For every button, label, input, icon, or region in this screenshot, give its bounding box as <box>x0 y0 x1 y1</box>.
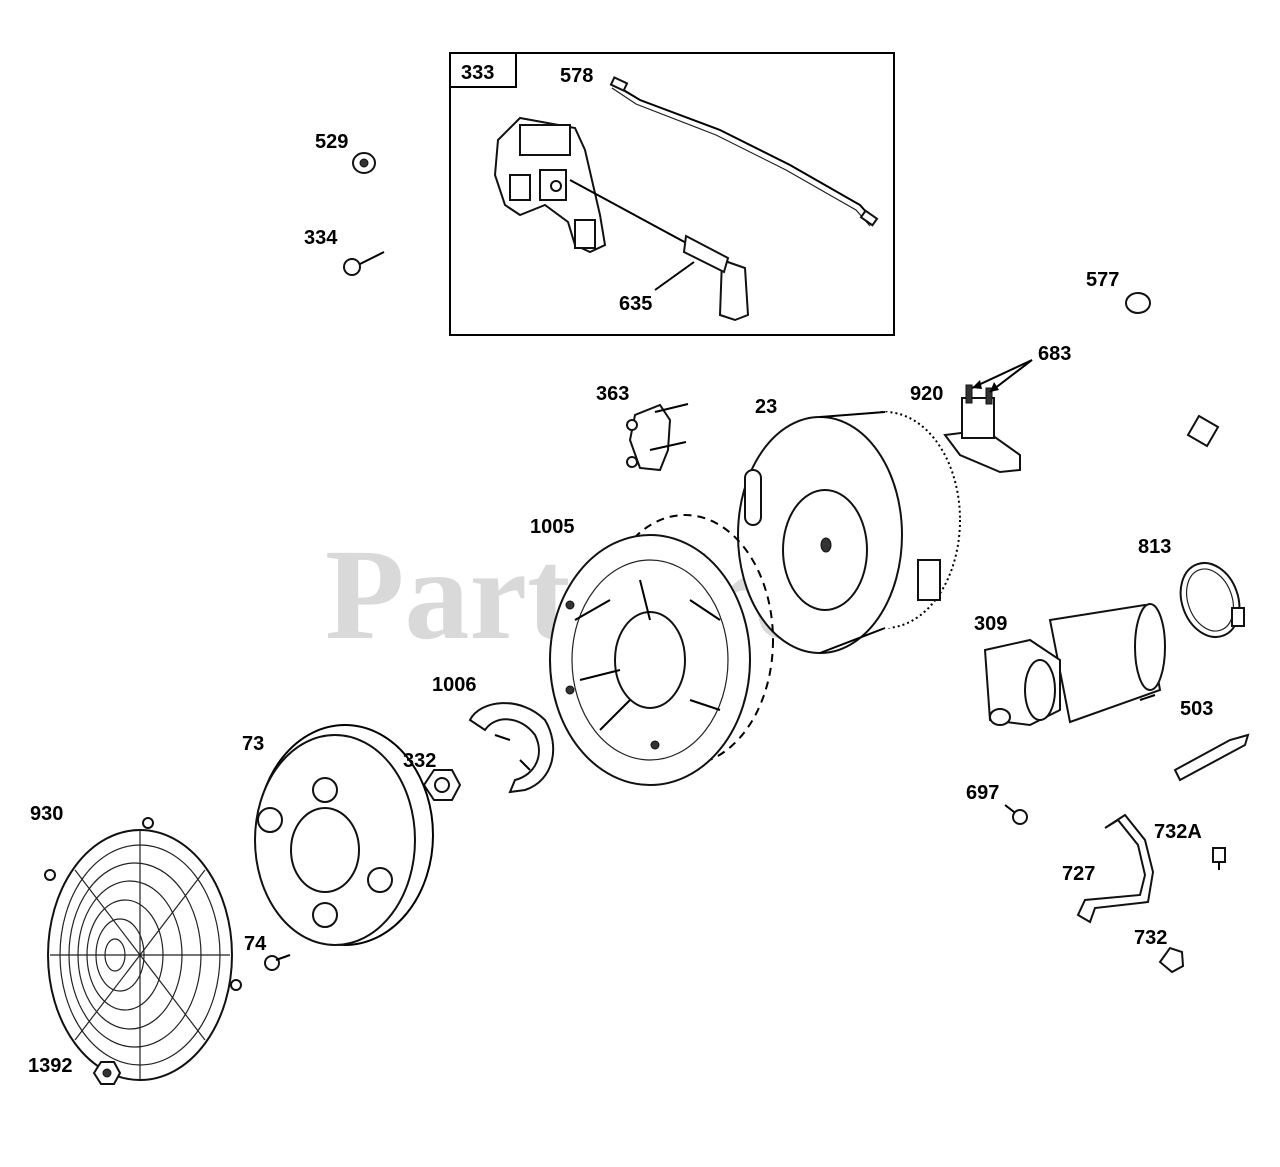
callout-1006[interactable]: 1006 <box>432 674 477 696</box>
callout-1392[interactable]: 1392 <box>28 1055 73 1077</box>
flywheel-1005[interactable] <box>549 514 774 786</box>
callout-74[interactable]: 74 <box>244 933 267 955</box>
leader-635 <box>654 261 695 291</box>
bracket-727[interactable] <box>1076 813 1155 924</box>
nut-1392[interactable] <box>92 1061 122 1085</box>
screen-plate-73[interactable] <box>254 724 434 946</box>
callout-73[interactable]: 73 <box>242 733 264 755</box>
callout-529[interactable]: 529 <box>315 131 348 153</box>
callout-635[interactable]: 635 <box>619 293 652 315</box>
callout-332[interactable]: 332 <box>403 750 436 772</box>
clamp-813[interactable] <box>1171 555 1250 646</box>
screw-74[interactable] <box>264 954 291 971</box>
spark-plug-boot-635[interactable] <box>569 179 750 322</box>
callout-334[interactable]: 334 <box>304 227 338 249</box>
callout-23[interactable]: 23 <box>755 396 777 418</box>
grille-930[interactable] <box>44 817 242 1081</box>
kit-333-inset-box <box>449 52 895 336</box>
strap-503[interactable] <box>1173 733 1250 782</box>
starter-motor-309[interactable] <box>983 603 1166 727</box>
callout-732a[interactable]: 732A <box>1154 821 1202 843</box>
callout-683[interactable]: 683 <box>1038 343 1071 365</box>
callout-813[interactable]: 813 <box>1138 536 1171 558</box>
callout-578[interactable]: 578 <box>560 65 593 87</box>
ignition-armature-333[interactable] <box>493 116 607 254</box>
flywheel-ring-gear-23[interactable] <box>737 411 961 654</box>
bolt-334[interactable] <box>343 251 385 276</box>
callout-309[interactable]: 309 <box>974 613 1007 635</box>
leader-683 <box>971 359 1033 393</box>
solenoid-920[interactable] <box>943 384 1021 474</box>
nut-332[interactable] <box>422 769 462 801</box>
spark-plug-wire-577[interactable] <box>1125 292 1220 448</box>
bracket-363[interactable] <box>626 403 689 472</box>
callout-333[interactable]: 333 <box>461 62 494 84</box>
callout-1005[interactable]: 1005 <box>530 516 575 538</box>
callout-363[interactable]: 363 <box>596 383 629 405</box>
magnet-retainer-1006[interactable] <box>468 702 555 794</box>
wire-harness-578[interactable] <box>609 76 879 227</box>
screw-732a[interactable] <box>1212 847 1226 870</box>
callout-577[interactable]: 577 <box>1086 269 1119 291</box>
callout-503[interactable]: 503 <box>1180 698 1213 720</box>
screw-732[interactable] <box>1158 946 1185 974</box>
grommet-529[interactable] <box>352 152 376 174</box>
bolt-697[interactable] <box>1004 804 1028 825</box>
callout-697[interactable]: 697 <box>966 782 999 804</box>
callout-727[interactable]: 727 <box>1062 863 1095 885</box>
callout-920[interactable]: 920 <box>910 383 943 405</box>
callout-930[interactable]: 930 <box>30 803 63 825</box>
callout-732[interactable]: 732 <box>1134 927 1167 949</box>
